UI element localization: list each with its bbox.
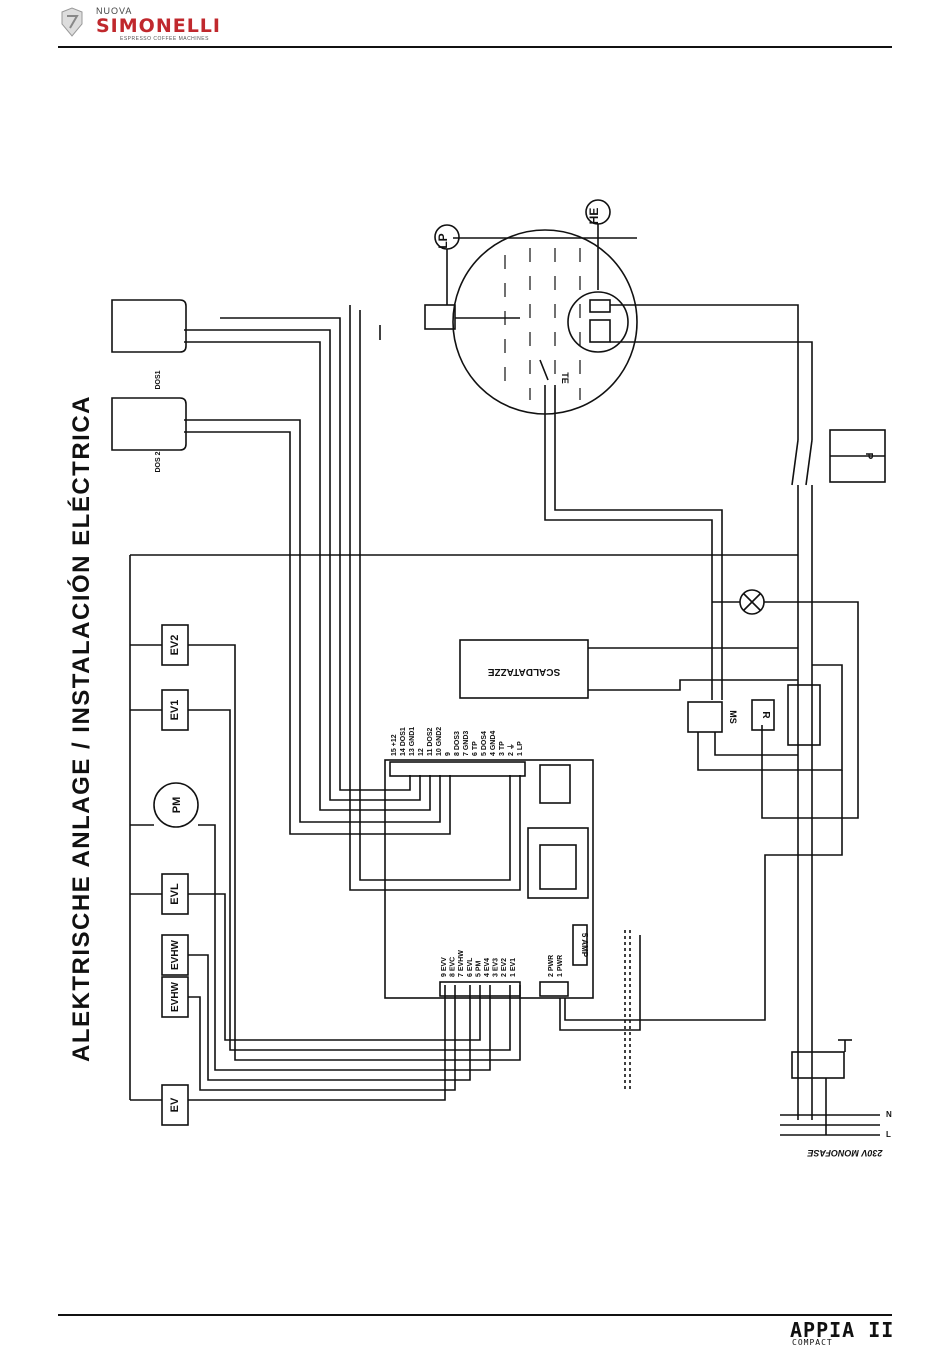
top-terminal-block (389, 761, 526, 777)
board-chip (539, 764, 571, 804)
footer-rule (58, 1314, 892, 1316)
connector_top-terminal-label: 14 DOS1 (400, 727, 407, 756)
pm-label: PM (171, 797, 183, 814)
connector_bottom-terminal-label: 3 EV3 (493, 958, 500, 977)
supply-label: 230V MONOFASE (806, 1148, 883, 1158)
dos2-unit (111, 397, 187, 451)
supply-l-label: L (886, 1130, 891, 1139)
connector_top-terminal-label: 8 DOS3 (454, 731, 461, 756)
pump-motor (153, 782, 199, 828)
connector_bottom-terminal-label: 4 EV4 (484, 958, 491, 977)
dos1-label: DOS1 (155, 370, 162, 389)
supply-n-label: N (886, 1110, 892, 1119)
connector_bottom-terminal-label: 8 EVC (450, 957, 457, 977)
control-board (384, 759, 594, 999)
connector_top-terminal-label: 13 GND1 (409, 727, 416, 756)
scaldatazze-label: SCALDATAZZE (487, 666, 560, 677)
connector_top-terminal-label: 11 DOS2 (427, 727, 434, 756)
product-logo: APPIA II COMPACT (790, 1318, 900, 1350)
logo-small-text: NUOVA (96, 6, 133, 16)
p-label: P (863, 453, 874, 460)
header-rule (58, 46, 892, 48)
ms-label: MS (728, 710, 738, 724)
connector_top-terminal-label: 7 GND3 (463, 731, 470, 756)
connector_pwr-terminal-label: 2 PWR (548, 955, 555, 977)
connector_pwr-terminal-label: 1 PWR (557, 955, 564, 977)
connector_bottom-terminal-label: 6 EVL (467, 957, 474, 977)
logo-mark-icon (61, 7, 83, 37)
connector_top-terminal-label: 6 TP (472, 741, 479, 756)
transformer (527, 827, 589, 899)
level-switch (787, 684, 821, 746)
scaldatazze-heater (459, 639, 589, 699)
product-name: APPIA II (790, 1318, 895, 1342)
heating-element (567, 291, 629, 353)
evl-label: EVL (169, 883, 181, 905)
connector_bottom-terminal-label: 1 EV1 (510, 958, 517, 977)
connector_top-terminal-label: 9 (445, 752, 452, 756)
connector_top-terminal-label: 12 (418, 748, 425, 756)
he-label: HE (587, 208, 601, 225)
amp-label: 5 AMP (580, 933, 589, 958)
lp-label: LP (436, 233, 450, 248)
logo-brand-text: SIMONELLI (96, 15, 221, 37)
supply-terminal (791, 1051, 845, 1079)
lp-probe-fitting (424, 304, 456, 330)
ev2-label: EV2 (169, 635, 181, 656)
connector_top-terminal-label: 3 TP (499, 741, 506, 756)
connector_top-terminal-label: 10 GND2 (436, 727, 443, 756)
r-resistor (751, 699, 775, 731)
evhw-a-label: EVHW (170, 939, 181, 970)
r-label: R (760, 711, 771, 719)
connector_top-terminal-label: 4 GND4 (490, 731, 497, 756)
connector_top-terminal-label: 1 LP (517, 741, 524, 756)
connector_bottom-terminal-label: 5 PM (475, 960, 482, 977)
ms-relay (687, 701, 723, 733)
connector_top-terminal-label: 2 ⏚ (507, 743, 515, 756)
dos2-label: DOS 2 (155, 451, 162, 472)
ev1-label: EV1 (169, 700, 181, 721)
te-label: TE (560, 372, 570, 384)
dos1-unit (111, 299, 187, 353)
connector_top-terminal-label: 15 +12 (391, 734, 398, 756)
brand-logo: NUOVA SIMONELLI ESPRESSO COFFEE MACHINES (58, 4, 258, 44)
logo-tagline: ESPRESSO COFFEE MACHINES (120, 36, 209, 42)
connector_bottom-terminal-label: 9 EVV (441, 957, 448, 977)
product-variant: COMPACT (792, 1338, 833, 1347)
ev-valve (161, 1084, 189, 1126)
ev-label: EV (169, 1097, 181, 1112)
bottom-terminal-block (439, 981, 521, 997)
connector_top-terminal-label: 5 DOS4 (481, 731, 488, 756)
evhw-b-label: EVHW (170, 981, 181, 1012)
pwr-terminal-block (539, 981, 569, 997)
connector_bottom-terminal-label: 2 EV2 (501, 958, 508, 977)
connector_bottom-terminal-label: 7 EVHW (458, 950, 465, 977)
